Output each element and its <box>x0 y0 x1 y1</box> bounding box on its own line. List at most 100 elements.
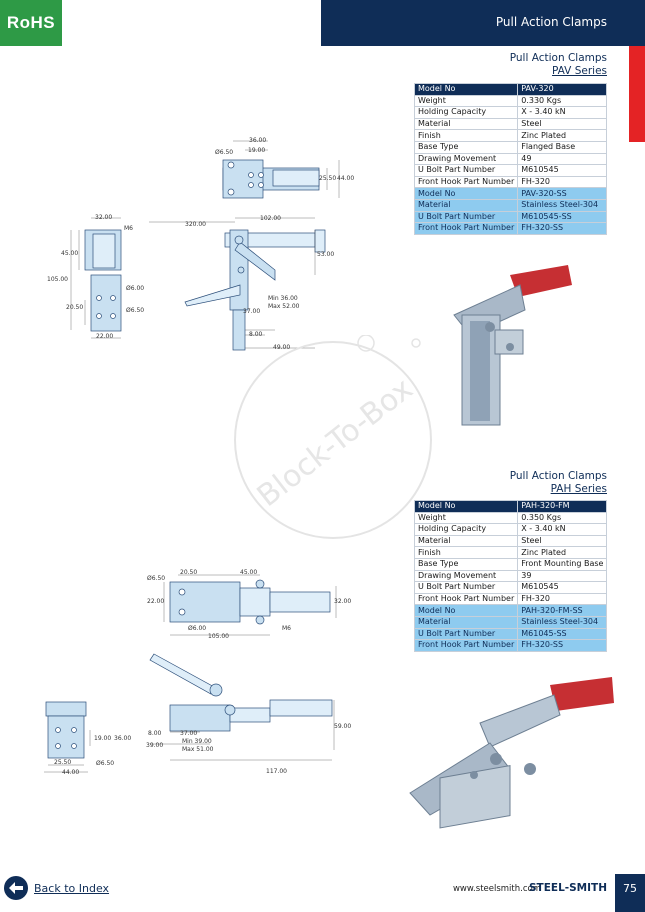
pah-spec-value: Zinc Plated <box>517 546 608 559</box>
dimension-label: 105.00 <box>47 276 68 283</box>
dimension-label: 36.00 <box>249 137 266 144</box>
pav-side-view <box>184 229 326 351</box>
pav-spec-value: 0.330 Kgs <box>517 94 607 108</box>
pav-title: Pull Action Clamps <box>509 52 607 64</box>
pah-section-title: Pull Action Clamps PAH Series <box>510 470 607 496</box>
pav-spec-label: Finish <box>413 129 519 142</box>
pav-spec-value: M610545 <box>517 164 607 177</box>
pav-spec-value: Flanged Base <box>517 140 607 154</box>
dimension-label: 117.00 <box>266 768 287 775</box>
pah-spec-value: M610545 <box>517 581 608 594</box>
dimension-label: 49.00 <box>273 344 290 351</box>
pah-series-link[interactable]: PAH Series <box>550 483 607 495</box>
pav-spec-value: PAV-320 <box>517 83 607 96</box>
pav-spec-value: FH-320 <box>517 175 607 189</box>
dimension-label: Ø6.00 <box>188 625 206 632</box>
dimension-label: 8.00 <box>148 730 162 737</box>
dimension-label: 53.00 <box>317 251 334 258</box>
pav-section-title: Pull Action Clamps PAV Series <box>510 52 607 78</box>
dimension-label: 45.00 <box>240 569 257 576</box>
pah-spec-label: Finish <box>413 546 519 559</box>
pah-spec-value: Steel <box>517 534 608 548</box>
pav-spec-value: Zinc Plated <box>517 129 607 142</box>
pah-spec-value: PAH-320-FM <box>517 500 608 513</box>
dimension-label: 36.00 <box>114 735 131 742</box>
dimension-label: M6 <box>124 225 133 232</box>
dimension-label: 19.00 <box>94 735 111 742</box>
pav-spec-value: Steel <box>517 117 607 131</box>
pav-spec-value: FH-320-SS <box>517 222 607 235</box>
dimension-label: 102.00 <box>260 215 281 222</box>
dimension-label: 8.00 <box>249 331 263 338</box>
pav-spec-label: U Bolt Part Number <box>413 210 519 224</box>
pav-series-link[interactable]: PAV Series <box>552 65 607 77</box>
pah-spec-label: Material <box>413 615 519 629</box>
dimension-label: 20.50 <box>66 304 83 311</box>
pah-spec-value: Stainless Steel-304 <box>517 615 608 629</box>
pah-spec-label: Base Type <box>413 557 519 571</box>
dimension-label: 22.00 <box>96 333 113 340</box>
dimension-label: Max 52.00 <box>268 303 300 310</box>
pav-spec-label: Material <box>413 198 519 212</box>
pav-spec-value: 49 <box>517 152 607 166</box>
pav-spec-label: Weight <box>413 94 519 108</box>
pav-top-view <box>222 159 320 199</box>
pav-spec-label: Front Hook Part Number <box>413 175 519 189</box>
footer-website: www.steelsmith.com <box>452 884 541 894</box>
dimension-label: Ø6.50 <box>215 149 233 156</box>
dimension-label: 22.00 <box>147 598 164 605</box>
pah-spec-label: Material <box>413 534 519 548</box>
dimension-label: Max 51.00 <box>182 746 214 753</box>
pah-spec-value: 39 <box>517 569 608 583</box>
pah-spec-value: M61045-SS <box>517 627 608 641</box>
pah-spec-value: FH-320 <box>517 592 608 606</box>
pav-spec-label: Model No <box>413 83 519 96</box>
footer-brand: STEEL-SMITH <box>529 882 607 894</box>
pah-spec-label: Model No <box>413 604 519 617</box>
pav-front-view <box>84 229 122 332</box>
dimension-label: Ø6.50 <box>96 760 114 767</box>
dimension-label: Min 36.00 <box>268 295 298 302</box>
dimension-label: 45.00 <box>61 250 78 257</box>
rohs-badge: RoHS <box>0 0 62 46</box>
page-title: Pull Action Clamps <box>495 15 607 29</box>
back-to-index-link[interactable]: Back to Index <box>4 876 109 900</box>
dimension-label: 32.00 <box>95 214 112 221</box>
dimension-label: 105.00 <box>208 633 229 640</box>
dimension-label: 44.00 <box>337 175 354 182</box>
pah-spec-value: X - 3.40 kN <box>517 523 608 536</box>
dimension-label: Ø6.50 <box>147 575 165 582</box>
dimension-label: M6 <box>282 625 291 632</box>
pav-spec-label: Base Type <box>413 140 519 154</box>
pav-spec-label: Model No <box>413 187 519 200</box>
back-to-index-label[interactable]: Back to Index <box>34 881 110 895</box>
pah-spec-value: Front Mounting Base <box>517 557 608 571</box>
pah-title: Pull Action Clamps <box>509 470 607 482</box>
pav-spec-value: X - 3.40 kN <box>517 106 607 119</box>
pah-spec-label: U Bolt Part Number <box>413 581 519 594</box>
pah-product-photo <box>409 677 614 829</box>
pav-spec-label: Drawing Movement <box>413 152 519 166</box>
back-arrow-icon[interactable] <box>4 876 28 900</box>
page-number: 75 <box>615 874 645 912</box>
